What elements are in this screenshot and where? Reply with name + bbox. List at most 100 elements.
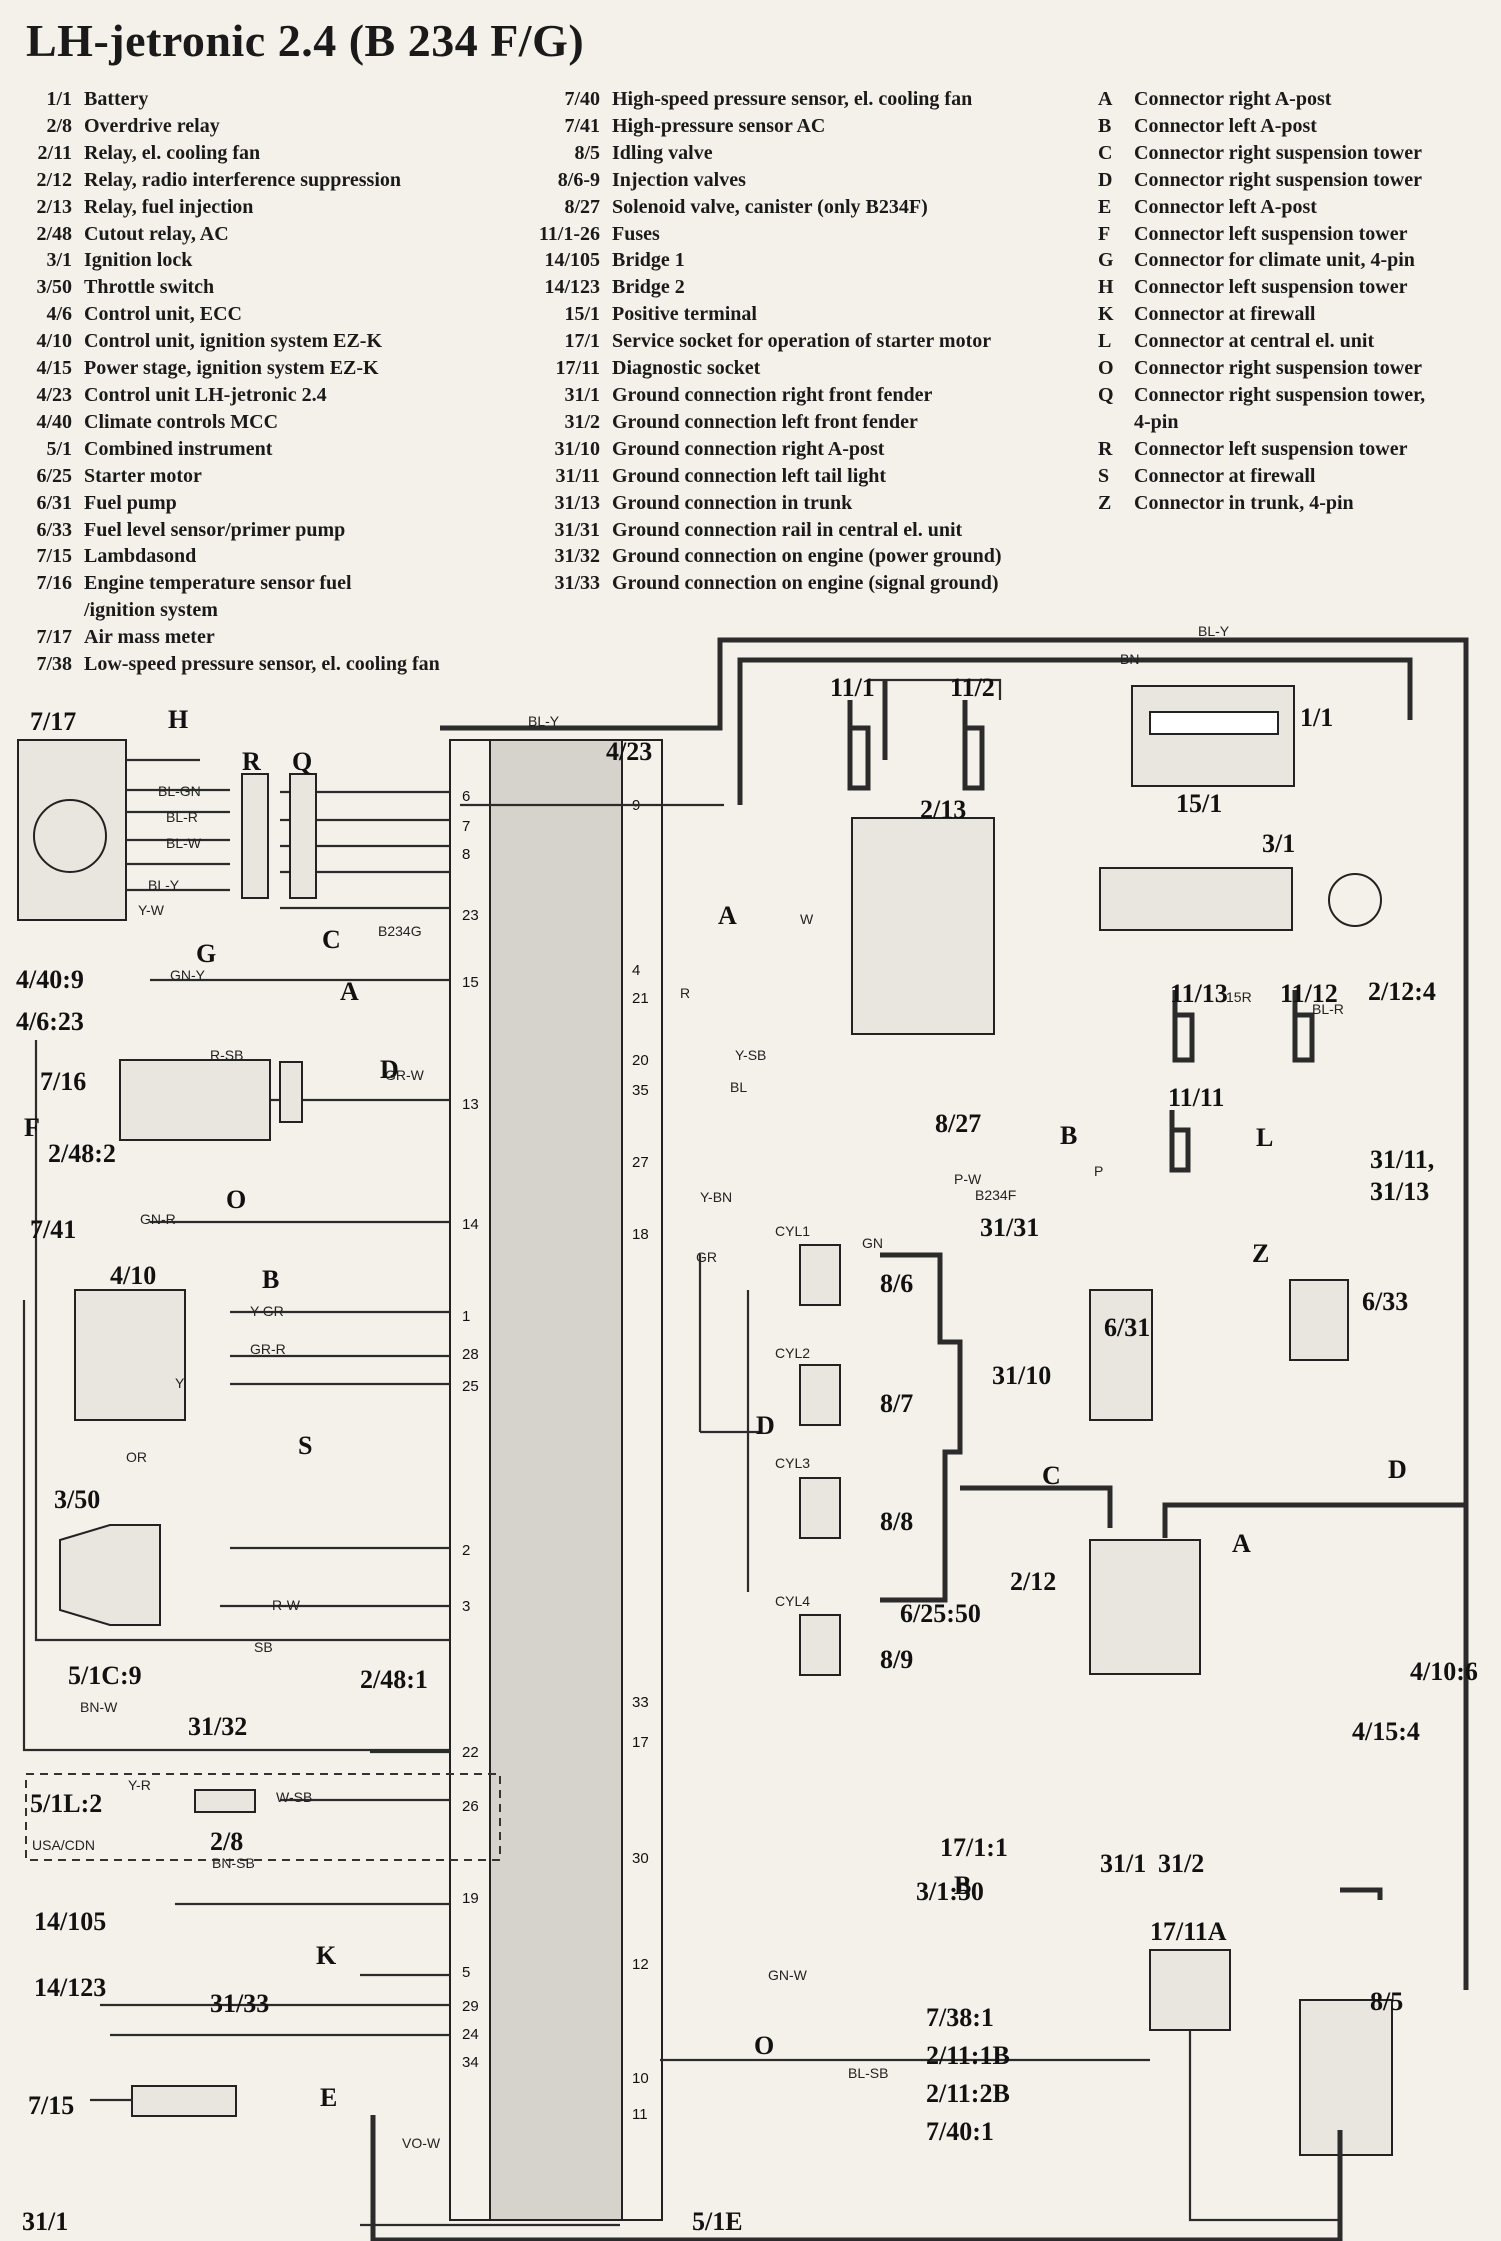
cylinder-label: CYL2 [775,1345,810,1361]
legend-description: Connector left A-post [1134,114,1317,137]
variant-label-b234f: B234F [975,1187,1016,1203]
connector-letter: D [1388,1455,1407,1484]
legend-code: K [1098,303,1114,326]
legend-row: /ignition system [8,597,440,624]
legend-description: Connector at central el. unit [1134,330,1375,353]
component-label: 3/1 [1262,829,1295,858]
legend-description: Control unit, ignition system EZ-K [84,330,382,353]
connector-letter: B [262,1265,279,1294]
component-label: 11/11 [1168,1083,1224,1112]
wire-color-label: BL-GN [158,783,201,799]
wire-color-label: GN-W [768,1967,808,1983]
ecu-pin-right: 21 [632,990,649,1007]
legend-description: Air mass meter [84,626,215,649]
legend-description: Starter motor [84,464,202,487]
legend-code: 17/1 [564,330,600,353]
component-label: 11/2 [950,673,995,702]
wire-color-label: Y-W [138,902,165,918]
legend-description: Ground connection on engine (signal grou… [612,572,999,595]
legend-description: Ground connection left tail light [612,464,887,487]
legend-description: Relay, el. cooling fan [84,141,261,164]
legend-code: O [1098,357,1114,380]
ecu-pin-left: 7 [462,818,470,835]
legend-code: 15/1 [564,303,600,326]
legend-code: 2/48 [36,222,72,245]
legend-code: R [1098,437,1113,460]
legend-description: Bridge 2 [612,276,685,299]
wire-color-label: R-W [272,1597,301,1613]
legend-code: 31/2 [564,410,600,433]
variant-label-b234g: B234G [378,923,422,939]
legend-code: 2/12 [36,168,72,191]
component-label: 8/7 [880,1389,913,1418]
wire-color-label: 15R [1226,989,1252,1005]
legend-description: High-pressure sensor AC [612,114,826,137]
legend-code: 3/50 [36,276,72,299]
lambdasond-7-15 [90,2085,237,2117]
battery-1-1 [1131,685,1295,787]
wire-color-label: W [800,911,814,927]
wire-color-label: BL-R [166,809,198,825]
legend-description: Bridge 1 [612,249,685,272]
legend-description: Connector left suspension tower [1134,437,1408,460]
connector-letter: E [320,2083,337,2112]
ecu-pin-left: 13 [462,1096,479,1113]
legend-description: Battery [84,88,149,110]
ecu-pin-right: 17 [632,1734,649,1751]
legend-row: Q Connector right suspension tower, [1098,382,1425,409]
legend-code: 7/40 [564,88,600,110]
ecu-pin-right: 10 [632,2070,649,2087]
legend-description: Connector left suspension tower [1134,276,1408,299]
legend-description: Connector right suspension tower [1134,141,1422,164]
component-label: 31/2 [1158,1849,1204,1878]
component-label: 31/1 [1100,1849,1146,1878]
legend-code: 11/1-26 [538,222,600,245]
component-label: 2/13 [920,795,966,824]
legend-code: Z [1098,491,1112,514]
connector-letter: G [196,939,216,968]
fuses-11 [847,700,1315,1173]
legend-description: Idling valve [612,141,713,164]
air-mass-meter-7-17 [17,739,450,921]
wire-color-label: R [680,985,690,1001]
wire-label-bn: BN [1120,651,1139,667]
component-label: 15/1 [1176,789,1222,818]
legend-code: H [1098,276,1114,299]
legend-code: E [1098,195,1112,218]
legend-description: Connector right suspension tower, [1134,383,1426,406]
ecu-label: 4/23 [606,737,652,766]
component-label: 2/8 [210,1827,243,1856]
ecu-pin-right: 20 [632,1052,649,1069]
legend-code: Q [1098,383,1114,406]
variant-label-usa-cdn: USA/CDN [32,1837,95,1853]
legend-description: Connector for climate unit, 4-pin [1134,249,1415,272]
connector-letter: C [322,925,341,954]
ecu-pin-right: 30 [632,1850,649,1867]
component-label: 4/6:23 [16,1007,84,1036]
legend-code: A [1098,88,1113,110]
connector-letter: L [1256,1123,1273,1152]
ecu-pin-left: 2 [462,1542,470,1559]
ecu-pin-left: 26 [462,1798,479,1815]
legend-code: 4/23 [36,383,72,406]
component-label: 31/10 [992,1361,1051,1390]
connector-letter: Q [292,747,312,776]
legend-code: C [1098,141,1113,164]
connector-letter: D [380,1055,399,1084]
component-label: 7/40:1 [926,2117,994,2146]
component-label: 8/6 [880,1269,913,1298]
legend-description: Overdrive relay [84,114,220,137]
